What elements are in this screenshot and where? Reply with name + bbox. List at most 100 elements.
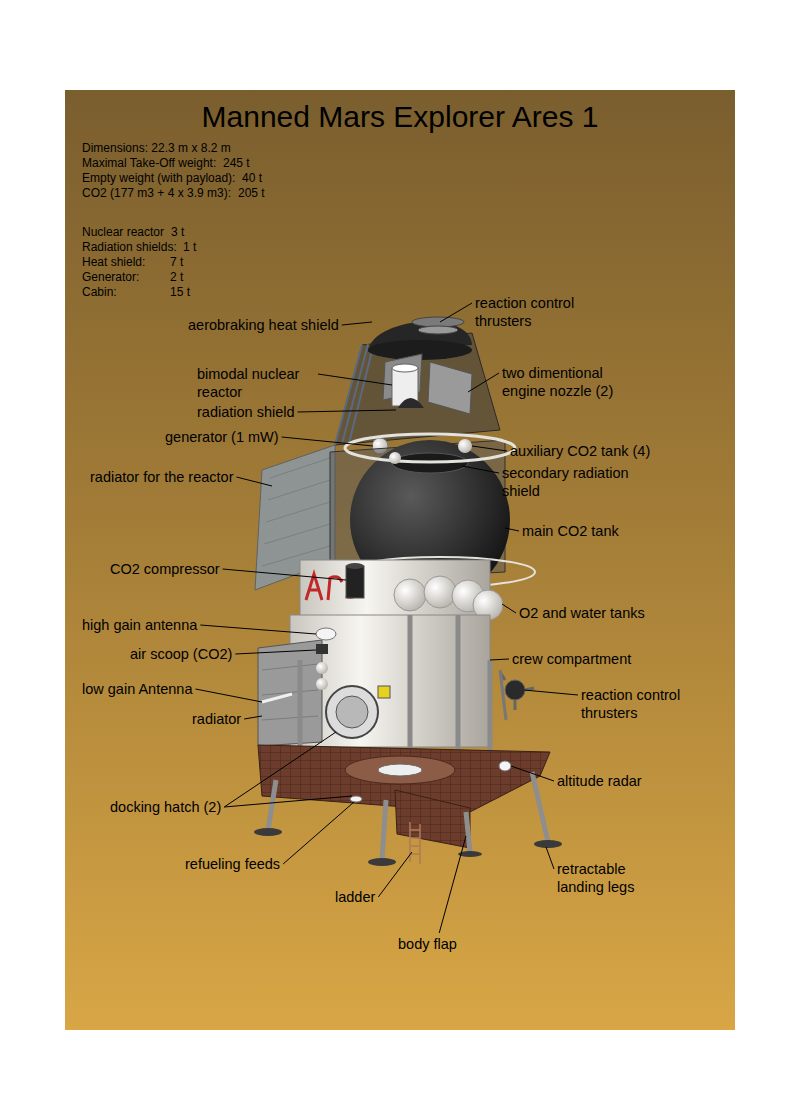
reactor-and-nozzles xyxy=(428,362,472,414)
landing-legs xyxy=(410,822,420,864)
part-label: altitude radar xyxy=(557,772,642,790)
spec-value: 245 t xyxy=(223,156,250,170)
part-label: main CO2 tank xyxy=(522,522,619,540)
part-label: ladder xyxy=(335,888,375,906)
landing-legs xyxy=(268,772,548,860)
leader-line xyxy=(462,466,499,473)
leader-line xyxy=(342,322,372,325)
leader-line xyxy=(490,659,509,660)
part-label: CO2 compressor xyxy=(110,560,220,578)
upper-housing xyxy=(335,317,500,445)
part-label: body flap xyxy=(398,935,457,953)
diagram-title: Manned Mars Explorer Ares 1 xyxy=(0,99,800,135)
background-panel xyxy=(65,90,735,1030)
part-label: auxiliary CO2 tank (4) xyxy=(510,442,650,460)
spec-value: 40 t xyxy=(242,171,262,185)
base-platform xyxy=(378,764,422,776)
leader-line xyxy=(511,766,554,781)
leader-line xyxy=(505,528,519,531)
crew-compartment xyxy=(500,670,506,720)
crew-compartment xyxy=(316,662,328,674)
spec-text: CO2 (177 m3 + 4 x 3.9 m3): xyxy=(82,186,231,200)
crew-compartment xyxy=(262,664,318,720)
crew-compartment xyxy=(316,644,328,654)
base-platform xyxy=(499,761,511,771)
upper-housing xyxy=(418,326,458,334)
background-panel xyxy=(65,90,735,1030)
crew-compartment xyxy=(336,696,368,728)
mid-section xyxy=(346,566,364,598)
leader-line xyxy=(440,303,472,322)
crew-compartment xyxy=(262,694,292,702)
base-platform xyxy=(258,660,550,848)
base-platform xyxy=(350,796,362,802)
leader-line xyxy=(378,852,412,897)
mid-section xyxy=(346,563,364,569)
leader-line xyxy=(236,477,272,486)
crew-compartment xyxy=(316,678,328,690)
spec-value: 15 t xyxy=(170,285,190,299)
part-label: radiation shield xyxy=(197,403,295,421)
co2-tanks xyxy=(389,452,401,464)
crew-compartment xyxy=(326,686,378,738)
upper-housing xyxy=(335,333,500,445)
part-label: reaction control thrusters xyxy=(475,294,605,330)
part-label: docking hatch (2) xyxy=(110,798,221,816)
crew-compartment xyxy=(410,615,458,760)
spec-text: Generator: xyxy=(82,270,139,284)
part-label: bimodal nuclear reactor xyxy=(197,365,315,401)
leader-line xyxy=(200,625,316,634)
part-label: reaction control thrusters xyxy=(581,686,696,722)
crew-compartment xyxy=(505,680,525,700)
base-platform xyxy=(395,790,470,848)
landing-legs xyxy=(254,828,282,836)
leader-line xyxy=(282,437,373,446)
crew-compartment xyxy=(316,628,336,640)
leader-line xyxy=(318,374,392,385)
spec-text: Cabin: xyxy=(82,285,117,299)
leader-line xyxy=(439,836,466,933)
co2-tanks xyxy=(345,434,515,462)
leader-line xyxy=(524,690,578,695)
leader-line xyxy=(235,650,316,654)
landing-legs xyxy=(534,840,562,848)
part-label: radiator xyxy=(192,710,241,728)
spec-text: Heat shield: xyxy=(82,255,145,269)
part-label: secondary radiation shield xyxy=(502,464,642,500)
reactor-and-nozzles xyxy=(398,398,424,408)
reactor-radiator xyxy=(262,458,330,566)
spec-value: 2 t xyxy=(170,270,183,284)
landing-legs xyxy=(254,772,562,866)
part-label: radiator for the reactor xyxy=(90,468,233,486)
part-label: O2 and water tanks xyxy=(519,604,645,622)
spec-value: 7 t xyxy=(170,255,183,269)
leader-line xyxy=(224,732,336,807)
leader-line xyxy=(223,569,346,580)
spec-value: 205 t xyxy=(238,186,265,200)
spec-value: 1 t xyxy=(183,240,196,254)
leader-line xyxy=(468,373,499,392)
spec-text: Nuclear reactor xyxy=(82,225,164,239)
co2-tanks xyxy=(458,439,472,453)
mid-section xyxy=(394,579,426,611)
crew-compartment xyxy=(258,640,322,746)
part-label: generator (1 mW) xyxy=(165,428,279,446)
part-label: two dimentional engine nozzle (2) xyxy=(502,364,630,400)
part-label: refueling feeds xyxy=(185,855,280,873)
landing-legs xyxy=(368,858,396,866)
base-platform xyxy=(345,756,455,784)
leader-line xyxy=(244,716,262,719)
leader-line xyxy=(224,796,352,807)
spec-text: Radiation shields: xyxy=(82,240,177,254)
part-label: crew compartment xyxy=(512,650,631,668)
spec-text: Dimensions: 22.3 m x 8.2 m xyxy=(82,141,231,155)
leader-line xyxy=(195,689,262,702)
leader-line xyxy=(502,604,516,613)
part-label: aerobraking heat shield xyxy=(188,316,339,334)
upper-housing xyxy=(335,343,374,445)
part-label: low gain Antenna xyxy=(82,680,192,698)
part-label: retractable landing legs xyxy=(557,860,657,896)
leader-line xyxy=(298,410,396,412)
part-label: high gain antenna xyxy=(82,616,197,634)
